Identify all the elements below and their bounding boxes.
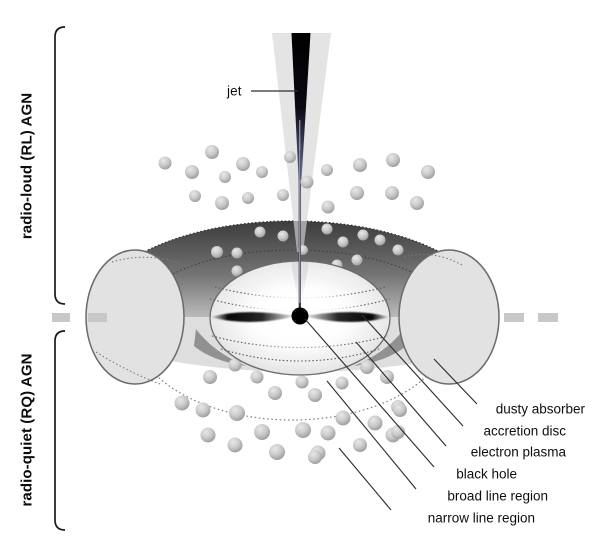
nlr-cloud xyxy=(250,370,264,384)
nlr-cloud xyxy=(284,151,296,163)
nlr-cloud xyxy=(393,403,407,417)
equatorial-axis-dashes xyxy=(52,313,558,322)
part-label-accretion-disc: accretion disc xyxy=(483,423,566,439)
nlr-cloud xyxy=(158,156,172,170)
nlr-cloud xyxy=(295,375,309,389)
nlr-cloud xyxy=(308,388,322,402)
nlr-cloud xyxy=(219,171,231,183)
torus-shadow-left xyxy=(194,329,246,366)
torus-cloud xyxy=(211,246,223,258)
nlr-cloud xyxy=(185,165,199,179)
nlr-cloud xyxy=(215,196,229,210)
torus-cloud xyxy=(254,226,266,238)
nlr-cloud xyxy=(391,425,405,439)
radio-quiet-label: radio-quiet (RQ) AGN xyxy=(18,353,36,507)
torus-cloud xyxy=(392,244,404,256)
jet-spike xyxy=(291,33,311,190)
nlr-cloud xyxy=(350,186,364,200)
black-hole-dot xyxy=(291,307,309,325)
nlr-cloud xyxy=(353,438,367,452)
nlr-cloud xyxy=(256,166,268,178)
torus-shadow-right xyxy=(354,329,406,366)
axis-dash xyxy=(538,313,558,322)
torus-surface-clouds xyxy=(211,223,404,277)
latitude-arc-4 xyxy=(220,348,380,362)
pointer-line-broad-line-region xyxy=(326,380,417,490)
nlr-cloud xyxy=(236,157,250,171)
part-label-black-hole: black hole xyxy=(456,466,517,482)
nlr-cloud xyxy=(205,145,219,159)
nlr-cloud xyxy=(353,158,367,172)
nlr-cloud xyxy=(360,360,374,374)
part-label-electron-plasma: electron plasma xyxy=(470,444,566,460)
nlr-cloud xyxy=(189,190,201,202)
accretion-disc-left xyxy=(211,312,296,322)
pointer-line-narrow-line-region xyxy=(338,447,392,511)
part-label-narrow-line-region: narrow line region xyxy=(427,510,535,526)
torus-cloud xyxy=(231,247,243,259)
upper-nlr-clouds xyxy=(158,145,435,214)
torus-cloud xyxy=(351,254,363,266)
nlr-cloud xyxy=(321,164,333,176)
jet-cloud-ball xyxy=(300,175,314,189)
nlr-cloud xyxy=(295,422,311,438)
dusty-absorber-cross-section-right xyxy=(398,249,500,385)
axis-dash xyxy=(52,313,70,322)
radio-quiet-bracket xyxy=(54,330,66,531)
nlr-cloud xyxy=(228,358,242,372)
nlr-cloud xyxy=(321,200,335,214)
nlr-cloud xyxy=(308,450,322,464)
nlr-cloud xyxy=(320,425,336,441)
nlr-cloud xyxy=(254,424,270,440)
dotted-arc-left-bottom xyxy=(95,351,161,385)
dotted-arc-right-top xyxy=(403,253,465,267)
nlr-cloud xyxy=(195,402,211,418)
axis-dash xyxy=(504,313,524,322)
nlr-cloud xyxy=(174,395,190,411)
part-label-broad-line-region: broad line region xyxy=(447,488,548,504)
jet-label: jet xyxy=(227,83,242,99)
torus-cloud xyxy=(231,265,243,277)
nlr-cloud xyxy=(269,444,285,460)
latitude-arc-2 xyxy=(209,298,391,312)
torus-cloud xyxy=(374,234,386,246)
nlr-cloud xyxy=(242,192,254,204)
torus-cloud xyxy=(357,229,369,241)
nlr-cloud xyxy=(335,410,351,426)
nlr-cloud xyxy=(421,165,435,179)
nlr-cloud xyxy=(410,196,424,210)
pointer-line-electron-plasma xyxy=(355,341,447,447)
nlr-cloud xyxy=(227,437,243,453)
nlr-cloud xyxy=(335,376,349,390)
pointer-lines xyxy=(251,90,478,511)
nlr-cloud xyxy=(229,405,245,421)
nlr-cloud xyxy=(277,189,289,201)
torus-cloud xyxy=(321,223,333,235)
pointer-line-accretion-disc xyxy=(361,314,464,427)
pointer-line-black-hole xyxy=(304,318,435,468)
torus-cloud xyxy=(277,230,289,242)
part-label-dusty-absorber: dusty absorber xyxy=(495,401,585,417)
torus-cloud xyxy=(337,236,349,248)
nlr-cloud xyxy=(203,370,217,384)
nlr-cloud xyxy=(386,153,400,167)
radio-loud-bracket xyxy=(54,26,66,305)
axis-dash xyxy=(88,313,107,322)
nlr-cloud xyxy=(367,415,383,431)
nlr-cloud xyxy=(268,386,282,400)
accretion-disc-right xyxy=(304,312,389,322)
radio-loud-label: radio-loud (RL) AGN xyxy=(18,92,36,240)
nlr-cloud xyxy=(385,186,399,200)
dusty-absorber-cross-section-left xyxy=(85,249,185,385)
pointer-line-dusty-absorber xyxy=(433,358,478,405)
nlr-cloud xyxy=(200,427,216,443)
